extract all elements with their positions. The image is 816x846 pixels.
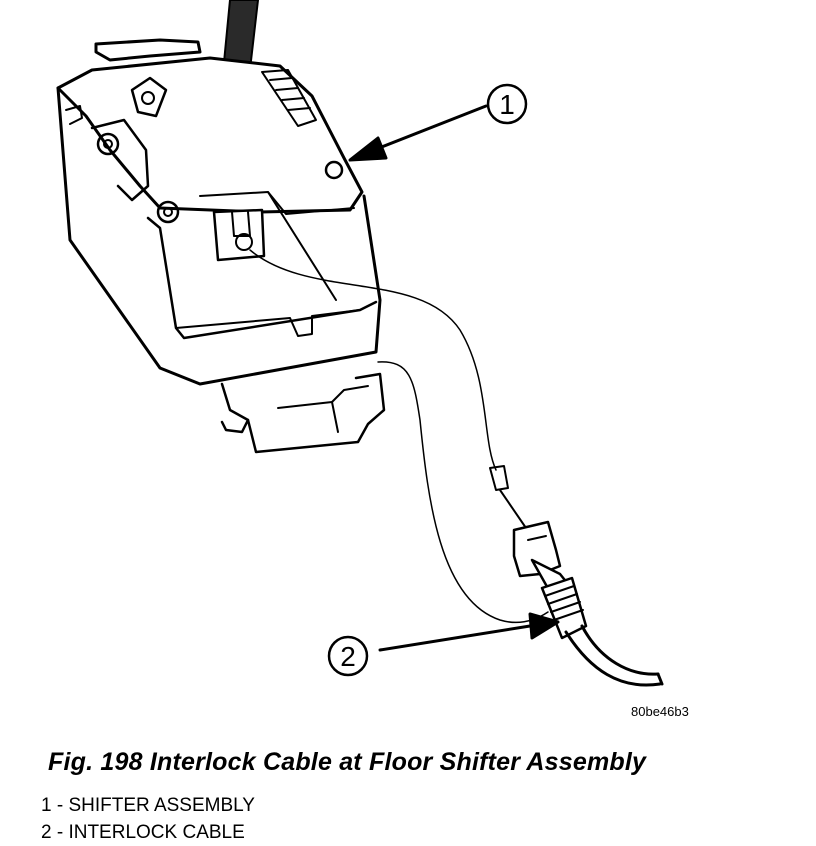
callout-2-number: 2 [340, 641, 356, 672]
interlock-cable-drawing [249, 249, 664, 687]
shifter-assembly-drawing [56, 0, 386, 454]
callout-arrow-2 [378, 612, 560, 652]
figure-caption: Fig. 198 Interlock Cable at Floor Shifte… [48, 748, 647, 776]
figure-code: 80be46b3 [631, 704, 689, 719]
callout-1: 1 [486, 83, 528, 125]
callout-2: 2 [327, 635, 369, 677]
legend-item: 2 - INTERLOCK CABLE [41, 822, 245, 843]
shifter-illustration: 1 2 [56, 0, 664, 687]
legend-list: 1 - SHIFTER ASSEMBLY 2 - INTERLOCK CABLE [41, 792, 255, 846]
callout-1-number: 1 [499, 89, 515, 120]
callout-arrow-1 [348, 104, 488, 162]
legend-item: 1 - SHIFTER ASSEMBLY [41, 795, 255, 816]
